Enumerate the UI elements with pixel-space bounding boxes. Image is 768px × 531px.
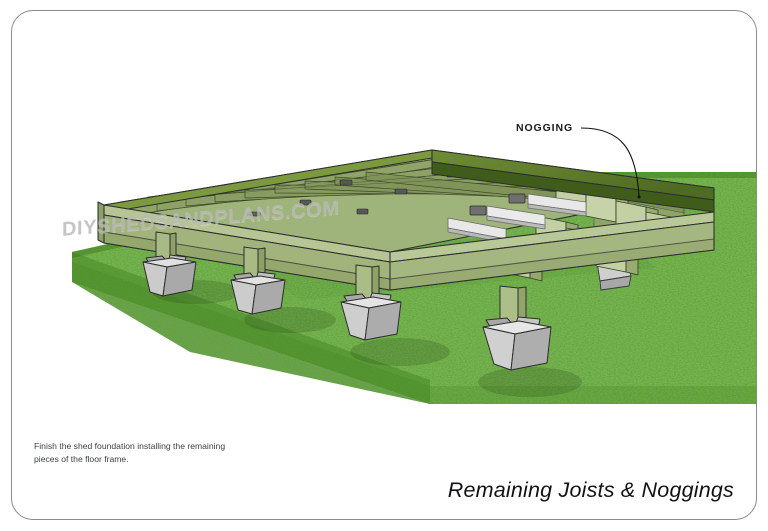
caption-block: Finish the shed foundation installing th… <box>34 440 334 467</box>
callout-label-nogging: NOGGING <box>516 122 574 134</box>
page-title: Remaining Joists & Noggings <box>447 478 734 502</box>
caption-line-2: pieces of the floor frame. <box>34 454 129 465</box>
caption-line-1: Finish the shed foundation installing th… <box>34 441 226 451</box>
